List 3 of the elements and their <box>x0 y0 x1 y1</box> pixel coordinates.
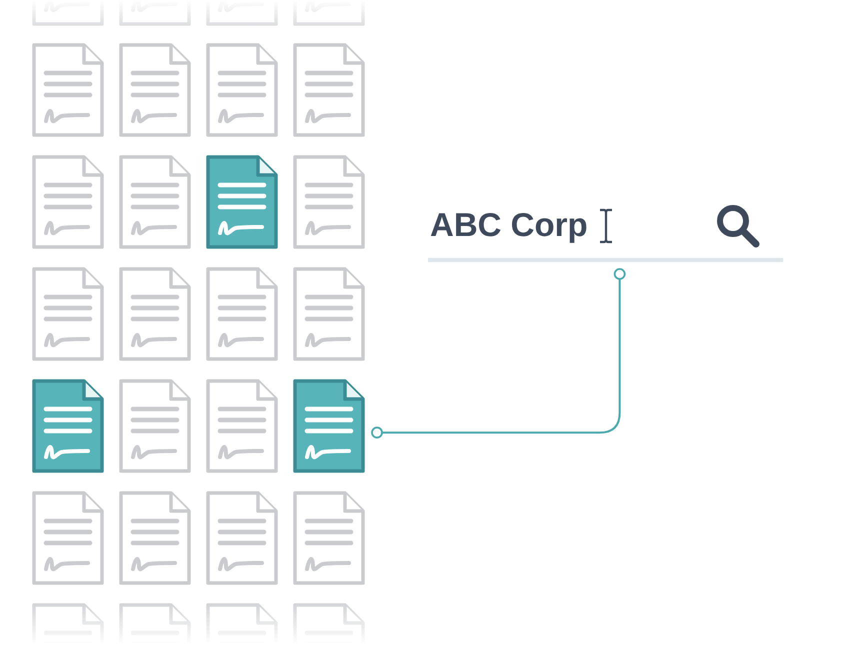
connector-line <box>371 268 626 438</box>
highlighted-document-icon <box>293 379 365 473</box>
search-input-field: ABC Corp <box>428 196 783 262</box>
